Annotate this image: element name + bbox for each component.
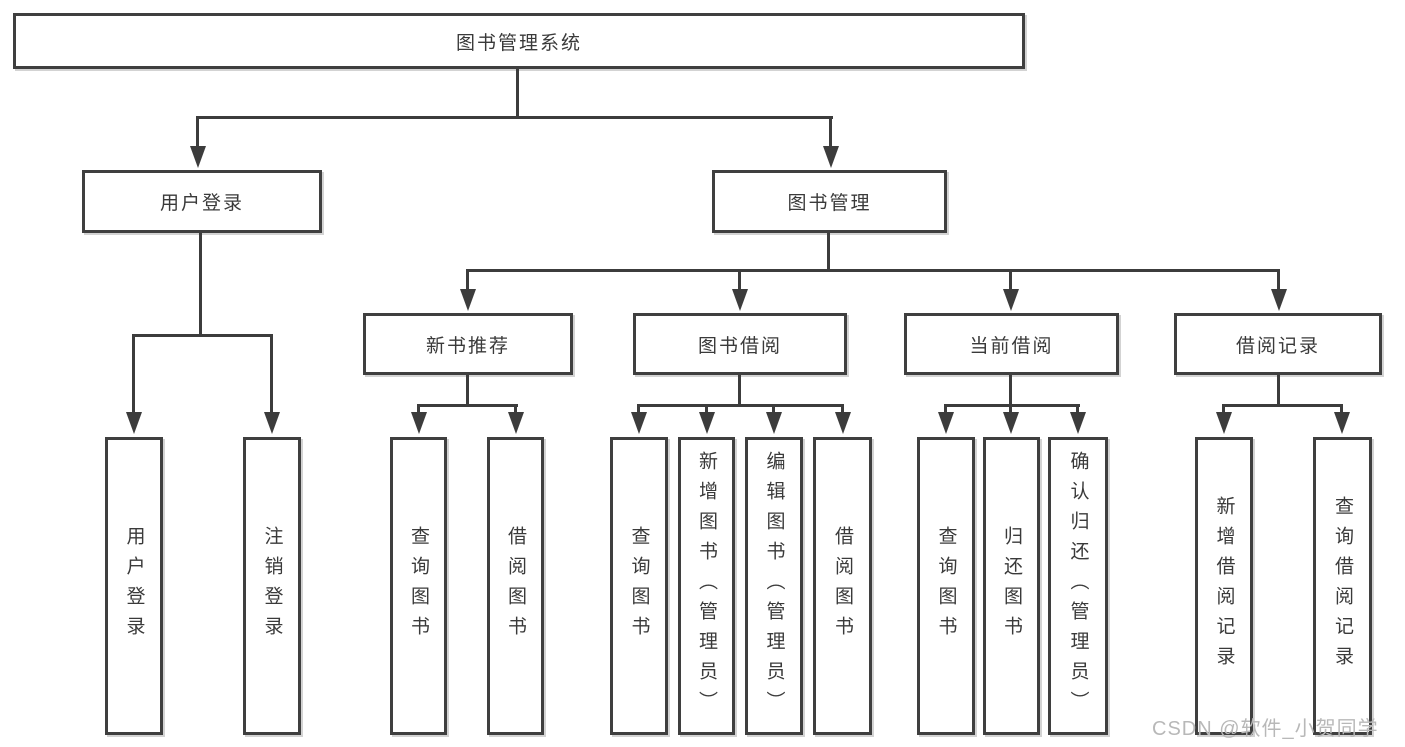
leaf-add-books-admin: 新增图书（管理员） xyxy=(678,437,735,735)
node-label: 查询图书 xyxy=(408,526,429,646)
leaf-query-books-recommend: 查询图书 xyxy=(390,437,447,735)
connector-line xyxy=(944,406,947,413)
node-label: 新增借阅记录 xyxy=(1213,496,1235,676)
node-user-login: 用户登录 xyxy=(82,170,322,233)
node-current-borrowing: 当前借阅 xyxy=(904,313,1119,375)
connector-line xyxy=(270,336,273,412)
connector-line xyxy=(466,269,1280,272)
connector-line xyxy=(417,406,420,413)
connector-line xyxy=(772,406,775,413)
leaf-query-books-current: 查询图书 xyxy=(917,437,975,735)
connector-line xyxy=(1277,375,1280,406)
connector-line xyxy=(199,233,202,336)
node-label: 用户登录 xyxy=(123,526,145,646)
leaf-borrow-books-borrowing: 借阅图书 xyxy=(813,437,872,735)
node-library-system: 图书管理系统 xyxy=(13,13,1025,69)
connector-line xyxy=(1009,375,1012,406)
leaf-query-borrow-record: 查询借阅记录 xyxy=(1313,437,1372,735)
node-label: 图书管理 xyxy=(787,193,872,214)
arrowhead-down-icon xyxy=(938,412,954,434)
arrowhead-down-icon xyxy=(411,412,427,434)
leaf-edit-books-admin: 编辑图书（管理员） xyxy=(745,437,803,735)
leaf-logout-login: 注销登录 xyxy=(243,437,301,735)
node-label: 新增图书（管理员） xyxy=(696,451,717,721)
node-book-management: 图书管理 xyxy=(712,170,947,233)
node-label: 图书借阅 xyxy=(697,335,782,357)
connector-line xyxy=(132,334,273,337)
arrowhead-down-icon xyxy=(699,412,715,434)
connector-line xyxy=(1009,271,1012,289)
node-label: 编辑图书（管理员） xyxy=(763,451,785,721)
leaf-confirm-return-admin: 确认归还（管理员） xyxy=(1048,437,1108,735)
arrowhead-down-icon xyxy=(264,412,280,434)
node-label: 新书推荐 xyxy=(425,335,510,357)
node-borrowing-records: 借阅记录 xyxy=(1174,313,1382,375)
connector-line xyxy=(829,118,832,146)
node-new-book-recommend: 新书推荐 xyxy=(363,313,573,375)
arrowhead-down-icon xyxy=(1003,289,1019,311)
arrowhead-down-icon xyxy=(1271,289,1287,311)
node-label: 查询借阅记录 xyxy=(1332,496,1353,676)
connector-line xyxy=(841,406,844,413)
leaf-return-books: 归还图书 xyxy=(983,437,1040,735)
connector-line xyxy=(1277,271,1280,289)
arrowhead-down-icon xyxy=(126,412,142,434)
connector-line xyxy=(1009,406,1012,413)
node-label: 借阅图书 xyxy=(832,526,853,646)
connector-line xyxy=(1076,406,1079,413)
connector-line xyxy=(514,406,517,413)
arrowhead-down-icon xyxy=(823,146,839,168)
connector-line xyxy=(827,233,830,271)
node-label: 归还图书 xyxy=(1001,526,1022,646)
leaf-user-login: 用户登录 xyxy=(105,437,163,735)
node-label: 借阅图书 xyxy=(505,526,526,646)
node-label: 查询图书 xyxy=(628,526,650,646)
arrowhead-down-icon xyxy=(1334,412,1350,434)
connector-line xyxy=(705,406,708,413)
node-label: 用户登录 xyxy=(159,193,244,214)
connector-line xyxy=(132,336,135,412)
connector-line xyxy=(417,404,518,407)
connector-line xyxy=(637,404,844,407)
leaf-add-borrow-record: 新增借阅记录 xyxy=(1195,437,1253,735)
node-label: 图书管理系统 xyxy=(455,32,582,54)
leaf-query-books-borrowing: 查询图书 xyxy=(610,437,668,735)
connector-line xyxy=(196,116,833,119)
connector-line xyxy=(1222,404,1343,407)
leaf-borrow-books-recommend: 借阅图书 xyxy=(487,437,544,735)
node-label: 借阅记录 xyxy=(1235,335,1320,357)
connector-line xyxy=(1222,406,1225,413)
connector-line xyxy=(738,271,741,289)
connector-line xyxy=(466,271,469,289)
arrowhead-down-icon xyxy=(1003,412,1019,434)
node-label: 确认归还（管理员） xyxy=(1067,451,1089,721)
connector-line xyxy=(637,406,640,413)
arrowhead-down-icon xyxy=(631,412,647,434)
connector-line xyxy=(1340,406,1343,413)
connector-line xyxy=(466,375,469,406)
node-label: 当前借阅 xyxy=(969,335,1054,357)
arrowhead-down-icon xyxy=(460,289,476,311)
arrowhead-down-icon xyxy=(835,412,851,434)
arrowhead-down-icon xyxy=(1070,412,1086,434)
node-label: 注销登录 xyxy=(261,526,283,646)
connector-line xyxy=(196,118,199,146)
connector-line xyxy=(944,404,1080,407)
arrowhead-down-icon xyxy=(1216,412,1232,434)
arrowhead-down-icon xyxy=(190,146,206,168)
connector-line xyxy=(516,69,519,118)
arrowhead-down-icon xyxy=(732,289,748,311)
csdn-watermark: CSDN @软件_小贺同学 xyxy=(1152,718,1379,740)
node-book-borrowing: 图书借阅 xyxy=(633,313,847,375)
arrowhead-down-icon xyxy=(508,412,524,434)
arrowhead-down-icon xyxy=(766,412,782,434)
node-label: 查询图书 xyxy=(935,526,957,646)
connector-line xyxy=(738,375,741,406)
